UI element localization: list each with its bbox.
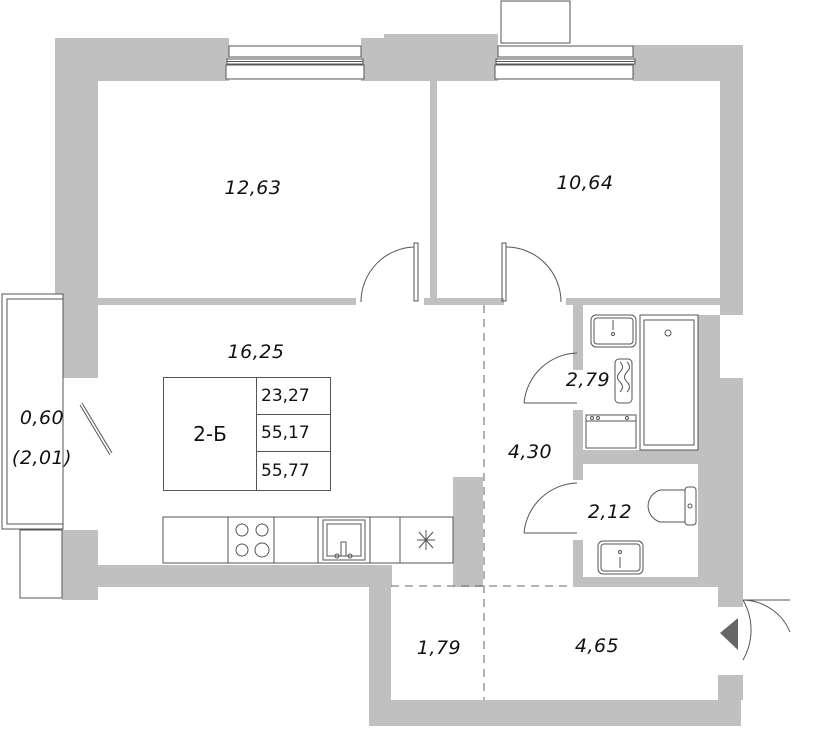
balcony <box>1 293 113 599</box>
room-area-hallway: 4,30 <box>507 441 553 463</box>
apartment-code: 2-Б <box>164 378 257 490</box>
total-area-value: 55,17 <box>257 415 330 452</box>
room-area-kitchen-living: 16,25 <box>227 341 285 363</box>
room-area-bedroom-2: 10,64 <box>556 172 614 194</box>
toilet-washbasin-icon <box>597 540 644 575</box>
towel-dryer-icon <box>614 358 633 404</box>
zone-lines <box>391 305 573 700</box>
room-area-bedroom-1: 12,63 <box>224 177 282 199</box>
bathtub-icon <box>639 314 699 451</box>
room-area-balcony-full: (2,01) <box>11 447 73 469</box>
sink-icon <box>322 519 366 561</box>
washing-machine-icon <box>585 414 637 449</box>
room-area-entry: 4,65 <box>574 635 620 657</box>
living-area-value: 23,27 <box>257 378 330 415</box>
windows <box>225 0 636 80</box>
doors <box>360 242 791 661</box>
total-area-with-balcony-value: 55,77 <box>261 460 310 481</box>
apartment-info-table: 2-Б 23,27 55,17 55,77 <box>163 377 331 491</box>
room-area-storage: 1,79 <box>416 637 462 659</box>
walls <box>55 34 743 726</box>
kitchen-counter <box>162 516 454 564</box>
entrance-arrow-icon <box>720 618 738 650</box>
room-area-bathroom: 2,79 <box>565 369 611 391</box>
stove-icon <box>235 523 270 558</box>
room-area-balcony: 0,60 <box>19 407 65 429</box>
room-area-toilet: 2,12 <box>587 501 633 523</box>
toilet-icon <box>647 486 697 526</box>
washbasin-icon <box>590 314 637 348</box>
hood-icon <box>417 530 435 550</box>
